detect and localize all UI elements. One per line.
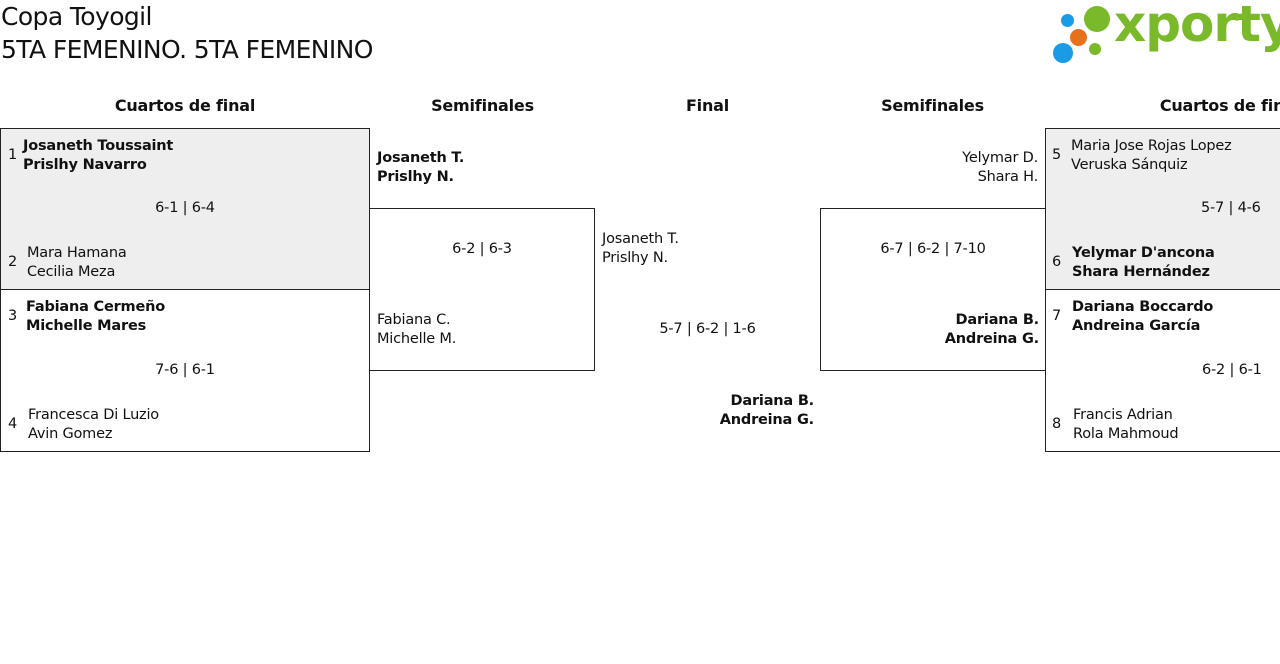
seed-number: 3	[8, 308, 18, 324]
team-name: Yelymar D.	[962, 150, 1038, 166]
match-score: 6-7 | 6-2 | 7-10	[880, 241, 986, 257]
round-title-final: Final	[685, 96, 730, 115]
team-name: Francesca Di Luzio	[28, 407, 159, 423]
match-score: 6-1 | 6-4	[155, 200, 215, 216]
team-name: Prislhy N.	[602, 250, 668, 266]
team-name: Prislhy Navarro	[23, 157, 147, 173]
logo-orange-dot	[1070, 29, 1087, 46]
logo-text: xporty	[1114, 0, 1280, 53]
seed-number: 5	[1052, 147, 1062, 163]
team-name: Rola Mahmoud	[1073, 426, 1179, 442]
match-score: 5-7 | 4-6	[1201, 200, 1261, 216]
round-title-sf-left: Semifinales	[431, 96, 534, 115]
team-name: Josaneth Toussaint	[23, 138, 174, 154]
team-name: Fabiana Cermeño	[26, 299, 165, 315]
page-title: Copa Toyogil	[1, 2, 152, 31]
champion-name: Andreina G.	[719, 412, 814, 428]
xporty-logo: xporty	[1050, 0, 1280, 67]
logo-blue-dot	[1053, 43, 1073, 63]
team-name: Josaneth T.	[602, 231, 679, 247]
champion-name: Dariana B.	[730, 393, 815, 409]
match-score: 7-6 | 6-1	[155, 362, 215, 378]
team-name: Dariana B.	[955, 312, 1040, 328]
team-name: Michelle M.	[377, 331, 457, 347]
match-qf-left-1[interactable]: 1 Josaneth Toussaint Prislhy Navarro 6-1…	[0, 128, 370, 290]
seed-number: 2	[8, 254, 18, 270]
logo-blue-small-dot	[1061, 14, 1074, 27]
match-sf-right[interactable]: 6-7 | 6-2 | 7-10 Dariana B. Andreina G.	[820, 208, 1046, 371]
match-qf-right-2[interactable]: 7 Dariana Boccardo Andreina García 6-2 |…	[1045, 289, 1280, 452]
page-subtitle: 5TA FEMENINO. 5TA FEMENINO	[1, 35, 373, 64]
match-score: 6-2 | 6-1	[1202, 362, 1262, 378]
team-name: Cecilia Meza	[27, 264, 116, 280]
logo-green-small-dot	[1089, 43, 1101, 55]
match-score: 5-7 | 6-2 | 1-6	[659, 321, 756, 337]
team-name: Maria Jose Rojas Lopez	[1071, 138, 1232, 154]
team-name: Andreina G.	[944, 331, 1039, 347]
team-name: Michelle Mares	[26, 318, 147, 334]
round-title-qf-right: Cuartos de final	[1159, 96, 1280, 115]
team-name: Avin Gomez	[28, 426, 113, 442]
team-name: Josaneth T.	[377, 150, 465, 166]
round-title-qf-left: Cuartos de final	[114, 96, 256, 115]
seed-number: 6	[1052, 254, 1062, 270]
team-name: Yelymar D'ancona	[1072, 245, 1215, 261]
team-name: Francis Adrian	[1073, 407, 1173, 423]
match-final[interactable]: Josaneth T. Prislhy N. 5-7 | 6-2 | 1-6 D…	[594, 208, 821, 452]
logo-green-dot	[1084, 6, 1110, 32]
match-qf-left-2[interactable]: 3 Fabiana Cermeño Michelle Mares 7-6 | 6…	[0, 289, 370, 452]
seed-number: 8	[1052, 416, 1062, 432]
team-name: Shara Hernández	[1072, 264, 1210, 280]
team-name: Fabiana C.	[377, 312, 451, 328]
round-title-sf-right: Semifinales	[881, 96, 984, 115]
team-name: Prislhy N.	[377, 169, 454, 185]
team-name: Andreina García	[1072, 318, 1201, 334]
match-score: 6-2 | 6-3	[452, 241, 512, 257]
team-name: Shara H.	[977, 169, 1039, 185]
seed-number: 4	[8, 416, 18, 432]
seed-number: 1	[8, 147, 18, 163]
match-sf-left[interactable]: 6-2 | 6-3 Fabiana C. Michelle M.	[369, 208, 595, 371]
team-name: Dariana Boccardo	[1072, 299, 1214, 315]
team-name: Veruska Sánquiz	[1071, 157, 1188, 173]
match-qf-right-1[interactable]: 5 Maria Jose Rojas Lopez Veruska Sánquiz…	[1045, 128, 1280, 290]
seed-number: 7	[1052, 308, 1062, 324]
team-name: Mara Hamana	[27, 245, 127, 261]
